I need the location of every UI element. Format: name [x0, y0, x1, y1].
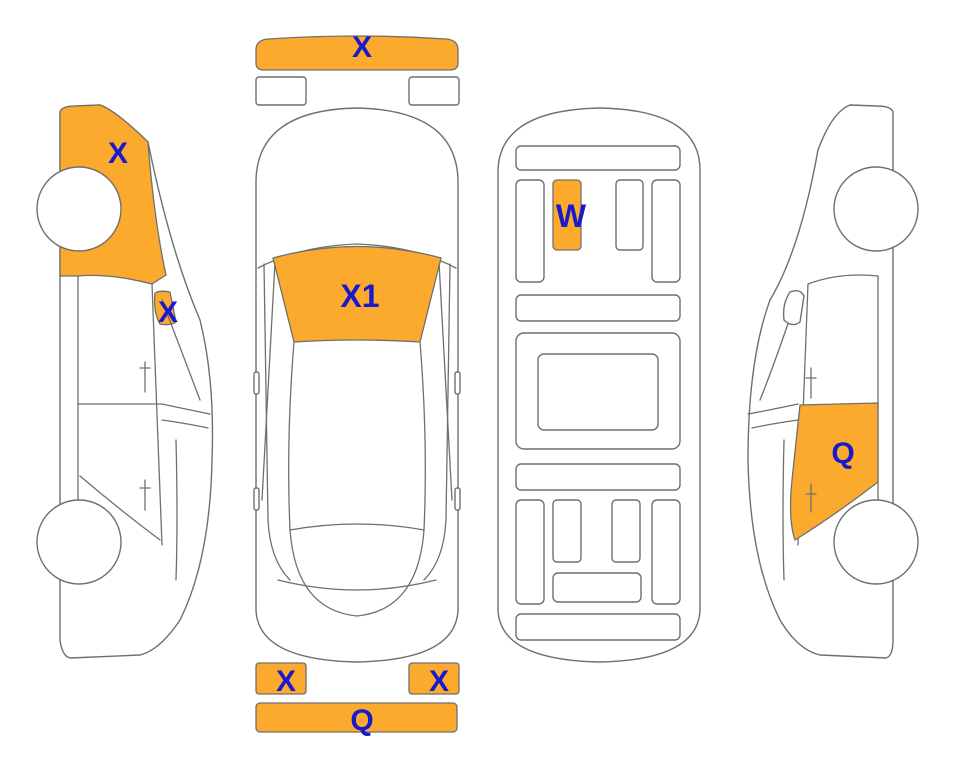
- label-left-side-front: X: [108, 137, 128, 170]
- headlight-left[interactable]: [255, 76, 307, 106]
- label-left-side-mirror: X: [158, 296, 178, 329]
- right-front-wheel[interactable]: [833, 166, 919, 252]
- right-rear-door-panel[interactable]: [789, 402, 879, 541]
- left-front-wheel[interactable]: [36, 166, 122, 252]
- headlight-right[interactable]: [408, 76, 460, 106]
- rear-light-right-panel[interactable]: [408, 662, 460, 695]
- label-right-rear-door: Q: [831, 437, 854, 470]
- left-rear-wheel[interactable]: [36, 499, 122, 585]
- label-windshield: X1: [340, 278, 379, 314]
- label-rear-bumper: Q: [350, 704, 373, 737]
- rear-bumper-panel[interactable]: [255, 702, 458, 733]
- label-rear-light-left: X: [276, 665, 296, 698]
- label-rear-light-right: X: [429, 665, 449, 698]
- windshield-panel[interactable]: [272, 245, 442, 343]
- right-rear-wheel[interactable]: [833, 499, 919, 585]
- underbody-panel-w[interactable]: [552, 179, 582, 251]
- rear-light-left-panel[interactable]: [255, 662, 307, 695]
- label-underbody: W: [556, 198, 587, 234]
- car-top-view: [253, 35, 461, 733]
- top-body: [255, 107, 459, 663]
- label-front-bumper: X: [352, 31, 372, 64]
- front-bumper-panel[interactable]: [255, 35, 459, 71]
- car-right-side-view: [747, 104, 919, 659]
- car-left-side-view: [36, 104, 214, 659]
- damage-labels: X X X X1 W Q X X Q: [108, 31, 855, 737]
- car-underbody-view: [497, 107, 701, 663]
